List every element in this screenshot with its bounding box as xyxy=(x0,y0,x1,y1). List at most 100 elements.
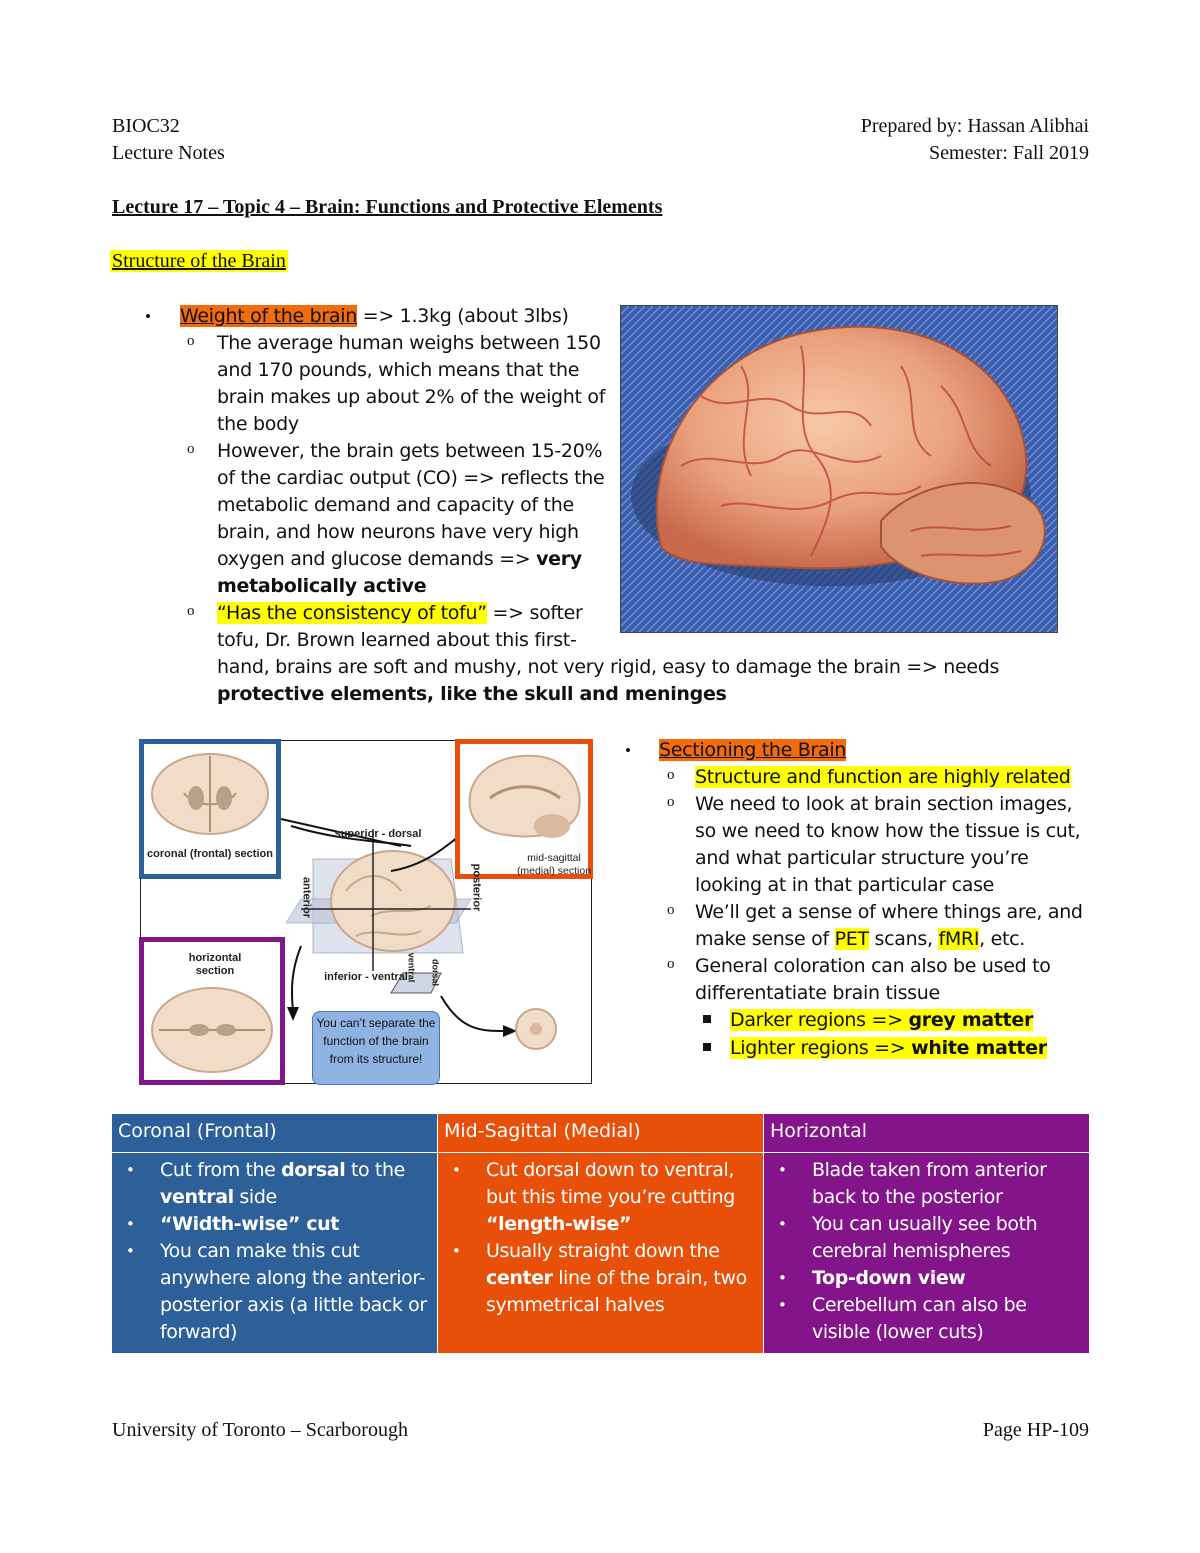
sectioning-item3: We’ll get a sense of where things are, a… xyxy=(695,899,1083,953)
midsagittal-brain-icon xyxy=(468,754,581,838)
sectioning-item1: Structure and function are highly relate… xyxy=(695,764,1071,791)
weight-sub2-bold2: metabolically active xyxy=(217,575,427,597)
table-row: Cut from the dorsal to the ventral side … xyxy=(111,1152,1090,1354)
sectioning-item2-line: and what particular structure you’re xyxy=(695,847,1029,869)
ventral-label: ventral xyxy=(406,952,417,983)
coronal-label: coronal (frontal) section xyxy=(147,848,273,860)
square-bullet-icon xyxy=(703,1015,711,1023)
bold-text: Top-down view xyxy=(812,1267,966,1289)
list-item: Usually straight down the center line of… xyxy=(452,1238,759,1319)
footer-page: Page HP-109 xyxy=(982,1419,1089,1441)
dorsal-label: dorsal xyxy=(430,958,441,986)
circle-bullet-icon: o xyxy=(667,902,675,918)
text: Cut from the xyxy=(160,1159,282,1181)
list-item: Cut dorsal down to ventral, but this tim… xyxy=(452,1157,759,1238)
header-midsagittal: Mid-Sagittal (Medial) xyxy=(437,1113,764,1153)
sectioning-item3-mid: scans, xyxy=(868,928,939,950)
coronal-cell: Cut from the dorsal to the ventral side … xyxy=(111,1152,438,1354)
brain-photo-image xyxy=(621,306,1057,632)
grey-matter: grey matter xyxy=(908,1009,1034,1031)
darker-pre: Darker regions => xyxy=(730,1009,909,1031)
text: Cut dorsal down to ventral, but this tim… xyxy=(486,1159,735,1208)
lighter-regions: Lighter regions => white matter xyxy=(730,1035,1047,1062)
bold-text: center xyxy=(486,1267,553,1289)
weight-sub1: The average human weighs between 150 and… xyxy=(217,330,605,438)
white-matter: white matter xyxy=(911,1037,1047,1059)
sectioning-heading: Sectioning the Brain xyxy=(659,737,846,764)
structure-heading: Structure of the Brain xyxy=(110,250,288,273)
coronal-brain-icon xyxy=(151,753,269,835)
horizontal-box: horizontal section xyxy=(139,937,285,1085)
doc-type: Lecture Notes xyxy=(112,142,225,164)
list-item: Cerebellum can also be visible (lower cu… xyxy=(778,1292,1085,1346)
coronal-box: coronal (frontal) section xyxy=(139,739,281,879)
note-box: You can’t separate the function of the b… xyxy=(312,1011,440,1085)
list-item: Blade taken from anterior back to the po… xyxy=(778,1157,1085,1211)
list-item: “Width-wise” cut xyxy=(126,1211,433,1238)
bullet-icon: • xyxy=(145,307,151,326)
sectioning-item2-line: so we need to know how the tissue is cut… xyxy=(695,820,1081,842)
fmri-highlight: fMRI xyxy=(938,928,980,950)
table-header-row: Coronal (Frontal) Mid-Sagittal (Medial) … xyxy=(111,1113,1090,1153)
sectioning-item2-line: We need to look at brain section images, xyxy=(695,793,1073,815)
list-item: Top-down view xyxy=(778,1265,1085,1292)
bullet-icon: • xyxy=(625,741,631,760)
protective-elements: protective elements, like the skull and … xyxy=(217,683,727,705)
sectioning-item4: General coloration can also be used to d… xyxy=(695,953,1051,1007)
list-item: You can usually see both cerebral hemisp… xyxy=(778,1211,1085,1265)
circle-bullet-icon: o xyxy=(667,956,675,972)
structure-heading-text: Structure of the Brain xyxy=(110,250,288,272)
lecture-title: Lecture 17 – Topic 4 – Brain: Functions … xyxy=(112,196,663,218)
posterior-label: posterior xyxy=(470,863,483,912)
weight-sub1-line: The average human weighs between 150 xyxy=(217,332,601,354)
weight-value: => 1.3kg (about 3lbs) xyxy=(356,305,569,327)
sectioning-item2-line: looking at in that particular case xyxy=(695,874,995,896)
text: Usually straight down the xyxy=(486,1240,720,1262)
weight-sub2: However, the brain gets between 15-20% o… xyxy=(217,438,605,600)
brain-photo xyxy=(620,305,1058,633)
bold-text: “Width-wise” cut xyxy=(160,1213,339,1235)
sectioning-heading-text: Sectioning the Brain xyxy=(659,739,847,761)
midsagittal-label: mid-sagittal (medial) section xyxy=(516,852,592,877)
sectioning-item2: We need to look at brain section images,… xyxy=(695,791,1081,899)
tofu-quote: “Has the consistency of tofu” xyxy=(217,602,487,624)
sectioning-item4-line: General coloration can also be used to xyxy=(695,955,1051,977)
midsagittal-box: mid-sagittal (medial) section xyxy=(455,739,593,879)
weight-sub2-line: metabolic demand and capacity of the xyxy=(217,494,574,516)
section-comparison-table: Coronal (Frontal) Mid-Sagittal (Medial) … xyxy=(111,1113,1090,1354)
weight-sub3-line: hand, brains are soft and mushy, not ver… xyxy=(217,656,1000,678)
prepared-by: Prepared by: Hassan Alibhai xyxy=(860,115,1089,137)
sectioning-item3-post: , etc. xyxy=(979,928,1026,950)
list-item: You can make this cut anywhere along the… xyxy=(126,1238,433,1346)
square-bullet-icon xyxy=(703,1043,711,1051)
weight-sub2-tail: oxygen and glucose demands => very xyxy=(217,546,604,573)
circle-bullet-icon: o xyxy=(667,767,675,783)
weight-sub2-line: of the cardiac output (CO) => reflects t… xyxy=(217,467,605,489)
weight-sub1-line: and 170 pounds, which means that the xyxy=(217,359,580,381)
weight-sub2-line: brain, and how neurons have very high xyxy=(217,521,579,543)
horizontal-brain-icon xyxy=(151,987,273,1073)
circle-bullet-icon: o xyxy=(187,441,195,457)
sectioning-item3-line: We’ll get a sense of where things are, a… xyxy=(695,901,1083,923)
text: to the xyxy=(345,1159,405,1181)
bold-text: “length-wise” xyxy=(486,1213,632,1235)
lighter-pre: Lighter regions => xyxy=(730,1037,912,1059)
weight-sub3-line: tofu, Dr. Brown learned about this first… xyxy=(217,629,577,651)
weight-label: Weight of the brain xyxy=(180,305,357,327)
weight-line: Weight of the brain => 1.3kg (about 3lbs… xyxy=(180,303,569,330)
header-coronal: Coronal (Frontal) xyxy=(111,1113,438,1153)
midsagittal-cell: Cut dorsal down to ventral, but this tim… xyxy=(437,1152,764,1354)
weight-sub1-line: brain makes up about 2% of the weight of xyxy=(217,386,606,408)
horizontal-cell: Blade taken from anterior back to the po… xyxy=(763,1152,1090,1354)
circle-bullet-icon: o xyxy=(187,603,195,619)
brain-sections-diagram: coronal (frontal) section mid-sagittal (… xyxy=(139,739,593,1085)
anterior-label: anterior xyxy=(300,877,313,918)
text: side xyxy=(233,1186,277,1208)
text: line of the brain, two symmetrical halve… xyxy=(486,1267,747,1316)
pet-highlight: PET xyxy=(834,928,869,950)
bold-text: ventral xyxy=(160,1186,234,1208)
weight-sub3: “Has the consistency of tofu” => softer … xyxy=(217,600,999,708)
semester: Semester: Fall 2019 xyxy=(929,142,1089,164)
horizontal-label: horizontal section xyxy=(188,952,242,977)
list-item: Cut from the dorsal to the ventral side xyxy=(126,1157,433,1211)
